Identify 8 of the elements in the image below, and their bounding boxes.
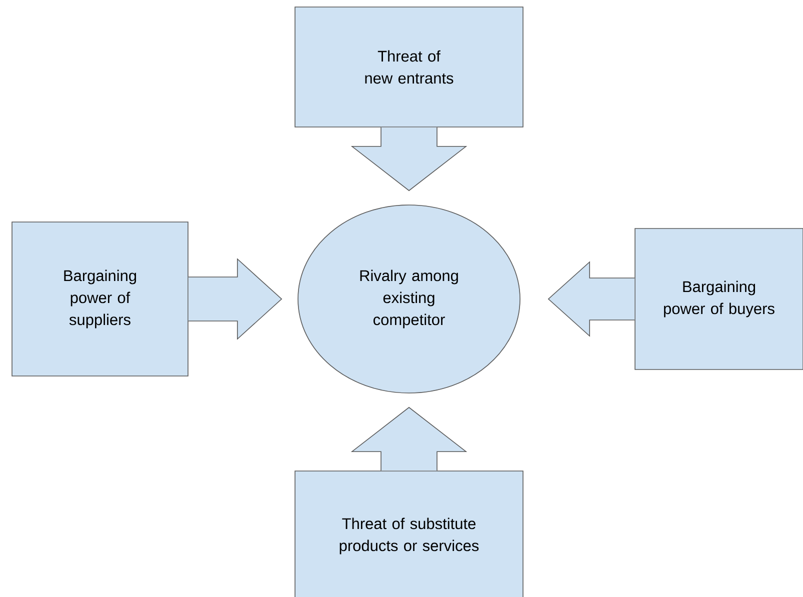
process-box: Bargaining power of buyers (634, 228, 803, 370)
process-box: Threat of substitute products or services (294, 470, 524, 597)
process-box: Bargaining power of suppliers (12, 222, 188, 376)
block-arrow (350, 406, 468, 471)
block-arrow (548, 261, 635, 337)
process-box: Threat of new entrants (294, 6, 524, 128)
block-arrow (350, 127, 468, 192)
block-arrow (188, 258, 282, 340)
